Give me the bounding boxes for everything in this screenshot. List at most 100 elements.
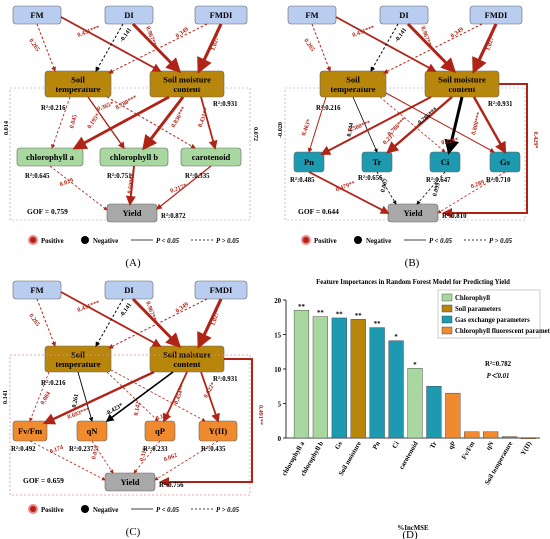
path-coefficient: 0.059 bbox=[90, 445, 100, 460]
path-arrow bbox=[320, 96, 432, 155]
qp-box-label: qP bbox=[155, 426, 165, 436]
legend-nonsignificant: P > 0.05 bbox=[216, 507, 240, 514]
path-coefficient: 0.029 bbox=[59, 177, 74, 188]
path-coefficient: 0.007 bbox=[379, 178, 389, 193]
r2-tr: R²:0.656 bbox=[358, 175, 383, 182]
panel-label: (B) bbox=[405, 257, 420, 269]
fv-fm-box: Fv/Fm bbox=[12, 420, 48, 442]
di-box: DI bbox=[104, 280, 154, 300]
path-arrow bbox=[106, 371, 159, 422]
r2-soil-temperature: R²:0.216 bbox=[316, 105, 341, 112]
legend-nonsignificant: P > 0.05 bbox=[489, 238, 513, 245]
positive-legend-dot bbox=[301, 235, 311, 245]
chlorophyll-b-box-label: chlorophyll b bbox=[110, 152, 159, 162]
soil-temperature-box-label: temperature bbox=[55, 359, 100, 369]
path-coefficient: 0.099 bbox=[431, 182, 441, 197]
carotenoid-box-label: carotenoid bbox=[192, 152, 231, 162]
r2-fv-fm: R²:0.492 bbox=[11, 446, 36, 453]
soil-temperature-box-label: Soil bbox=[71, 349, 85, 359]
positive-legend-dot bbox=[28, 504, 38, 514]
fm-box-label: FM bbox=[30, 285, 43, 295]
gs-box: Gs bbox=[489, 151, 521, 173]
y-tick-label: 15 bbox=[274, 333, 281, 340]
di-to-temperature bbox=[95, 298, 124, 347]
fmdi-to-temperature bbox=[108, 298, 208, 349]
y-ii-box: Y(II) bbox=[198, 420, 238, 442]
path-arrow bbox=[162, 371, 188, 423]
path-coefficient: 0.144 bbox=[346, 122, 355, 137]
fmdi-to-moisture bbox=[197, 298, 223, 349]
path-coefficient: 0.265 bbox=[302, 37, 316, 52]
di-box-label: DI bbox=[124, 10, 134, 20]
path-coefficient: 0.193 bbox=[155, 411, 170, 422]
x-tick-label: Fv/Fm bbox=[461, 440, 477, 460]
r2-soil-temperature: R²:0.216 bbox=[41, 380, 66, 387]
path-arrow bbox=[72, 95, 170, 150]
path-arrow bbox=[154, 440, 219, 481]
x-tick-label: carotenoid bbox=[398, 440, 420, 470]
fm-to-temperature bbox=[311, 23, 331, 72]
qp-box: qP bbox=[144, 420, 176, 442]
x-tick-label: Y(II) bbox=[520, 441, 533, 457]
path-coefficient: 0.454** bbox=[173, 384, 186, 405]
path-coefficient: 0.609** bbox=[126, 173, 136, 194]
di-to-moisture bbox=[131, 22, 182, 74]
r2-yield: R²:0.810 bbox=[442, 213, 467, 220]
path-coefficient: 0.142 bbox=[133, 401, 142, 416]
path-arrow bbox=[142, 96, 185, 151]
legend-swatch bbox=[441, 304, 453, 313]
legend-entry: Soil parameters bbox=[455, 306, 501, 313]
soil-moisture-box-label: Soil moisture bbox=[438, 74, 486, 84]
path-coefficient: 0.349 bbox=[174, 26, 189, 40]
chlorophyll-b-box: chlorophyll b bbox=[99, 147, 169, 167]
fm-to-temperature bbox=[36, 298, 56, 347]
ci-box: Ci bbox=[429, 151, 461, 173]
path-arrow bbox=[105, 371, 174, 422]
fmdi-box: FMDI bbox=[194, 5, 248, 25]
moisture-to-yield bbox=[159, 358, 253, 487]
soil-moisture-box-label: Soil moisture bbox=[163, 74, 211, 84]
soil-moisture-box-label: content bbox=[449, 84, 476, 94]
path-arrow bbox=[200, 371, 220, 423]
path-arrow bbox=[49, 165, 108, 211]
r2-soil-moisture: R²:0.931 bbox=[213, 101, 238, 108]
fm-box-label: FM bbox=[30, 10, 43, 20]
path-coefficient: 0.141 bbox=[2, 390, 9, 404]
path-arrow bbox=[156, 165, 212, 210]
y-tick-label: 20 bbox=[274, 298, 281, 305]
legend-entry: Chlorophyll fluorescent parameters bbox=[455, 328, 550, 335]
path-coefficient: 0.349 bbox=[449, 26, 464, 40]
qn-box-label: qN bbox=[87, 426, 99, 436]
bar bbox=[464, 431, 480, 439]
soil-temperature-box-label: Soil bbox=[71, 74, 85, 84]
path-arrow bbox=[376, 171, 397, 205]
bar bbox=[293, 310, 310, 439]
tr-box-label: Tr bbox=[373, 157, 382, 167]
bar bbox=[483, 431, 499, 439]
path-coefficient: 0.800*** bbox=[470, 111, 483, 135]
fm-box: FM bbox=[12, 280, 62, 300]
qn-box: qN bbox=[76, 420, 108, 442]
path-arrow bbox=[437, 171, 506, 214]
r2-yield: R²:0.756 bbox=[159, 482, 184, 489]
chlorophyll-a-box-label: chlorophyll a bbox=[26, 152, 75, 162]
yield-box: Yield bbox=[104, 472, 156, 492]
significance-mark: * bbox=[413, 362, 417, 369]
x-tick-label: Pn bbox=[372, 440, 382, 451]
di-to-temperature bbox=[95, 23, 124, 72]
tr-box: Tr bbox=[361, 151, 393, 173]
y-tick-label: 5 bbox=[278, 402, 282, 409]
pn-box: Pn bbox=[293, 151, 325, 173]
significance-mark: ** bbox=[298, 304, 305, 311]
r2-y-ii: R²:0.435 bbox=[201, 446, 226, 453]
bar bbox=[350, 319, 366, 439]
soil-temperature-box-label: Soil bbox=[346, 74, 360, 84]
fm-box: FM bbox=[12, 5, 62, 25]
legend-significant: P < 0.05 bbox=[156, 238, 180, 245]
yield-box-label: Yield bbox=[122, 208, 141, 218]
y-tick-label: 0 bbox=[278, 436, 282, 443]
